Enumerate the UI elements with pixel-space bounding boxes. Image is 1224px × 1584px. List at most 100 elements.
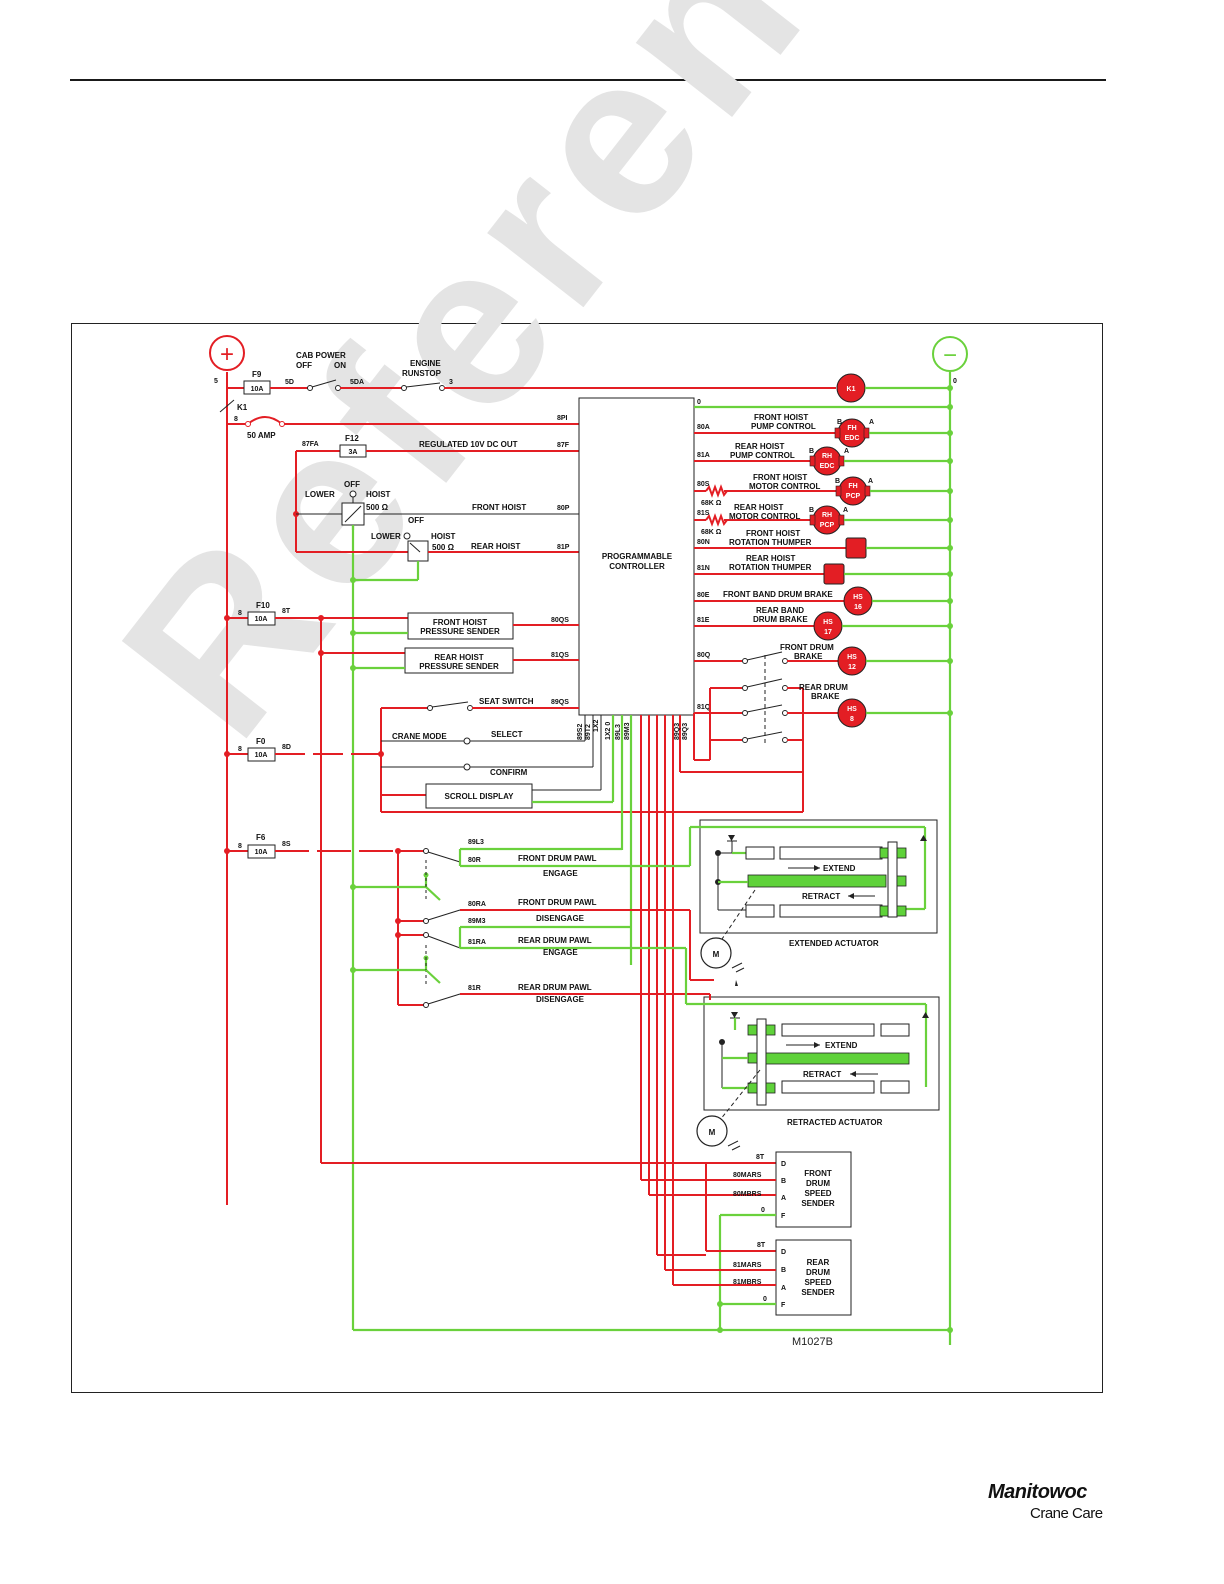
fuse-f9-rating: 10A — [251, 386, 264, 393]
extended-rod — [747, 874, 887, 888]
manitowoc-logo: Manitowoc Crane Care — [988, 1481, 1110, 1525]
wire-81mars: 81MARS — [733, 1262, 762, 1269]
fh-pump-control-2: PUMP CONTROL — [751, 422, 816, 431]
front-band-drum-brake-label: FRONT BAND DRUM BRAKE — [723, 590, 833, 599]
hs17-label-1: HS — [823, 619, 833, 626]
wire-80n: 80N — [697, 539, 710, 546]
hs16-label-2: 16 — [854, 604, 862, 611]
k1-contact — [219, 399, 235, 413]
hs8-label-2: 8 — [850, 716, 854, 723]
extended-retract-label: RETRACT — [802, 892, 840, 901]
rear-drum-pawl-disengage-2: DISENGAGE — [536, 995, 585, 1004]
hs12-label-2: 12 — [848, 664, 856, 671]
controller-label-1: PROGRAMMABLE — [602, 552, 673, 561]
wire-80qs: 80QS — [551, 617, 569, 624]
rear-drum-speed-sender — [775, 1239, 852, 1316]
wire-0-fdss: 0 — [761, 1207, 765, 1214]
fuse-f6-label: F6 — [256, 833, 266, 842]
wire-87f: 87F — [557, 442, 570, 449]
wire-80q: 80Q — [697, 652, 711, 659]
wire-3: 3 — [449, 379, 453, 386]
wire-81p: 81P — [557, 544, 570, 551]
wire-80e: 80E — [697, 592, 710, 599]
cab-power-switch — [311, 379, 337, 388]
fdss-pin-a: A — [781, 1195, 786, 1202]
fdss-pin-d: D — [781, 1161, 786, 1168]
wire-0-top: 0 — [953, 378, 957, 385]
rear-drum-pawl-engage-1: REAR DRUM PAWL — [518, 936, 592, 945]
wire-80mbrs: 80MBRS — [733, 1191, 762, 1198]
retracted-extend-label: EXTEND — [825, 1041, 858, 1050]
rh-edc-label-2: EDC — [820, 463, 835, 470]
breaker-50amp-label: 50 AMP — [247, 431, 276, 440]
retracted-retract-label: RETRACT — [803, 1070, 841, 1079]
select-button[interactable] — [463, 737, 471, 745]
fh-edc-label-2: EDC — [845, 435, 860, 442]
extended-actuator — [699, 819, 938, 934]
wire-80p: 80P — [557, 505, 570, 512]
fh-edc-coil — [837, 418, 867, 448]
rh-rotation-thumper — [823, 563, 845, 585]
rh-pcp-pin-a: A — [843, 507, 848, 514]
rear-joystick-lower: LOWER — [371, 532, 401, 541]
resistor-68k-rear — [705, 513, 728, 527]
hs8-label-1: HS — [847, 706, 857, 713]
rdss-label-2: DRUM — [806, 1268, 830, 1277]
wire-5: 5 — [214, 378, 218, 385]
front-joystick-off: OFF — [344, 480, 360, 489]
fuse-f12-label: F12 — [345, 434, 359, 443]
fuse-f9-label: F9 — [252, 370, 262, 379]
wire-8-top: 8 — [234, 416, 238, 423]
relay-k1-label: K1 — [847, 386, 856, 393]
rdss-pin-b: B — [781, 1267, 786, 1274]
fh-pcp-pin-b: B — [835, 478, 840, 485]
cab-power-label: CAB POWER — [296, 351, 346, 360]
front-joystick-lower: LOWER — [305, 490, 335, 499]
wire-81r: 81R — [468, 985, 481, 992]
rdss-label-1: REAR — [807, 1258, 830, 1267]
fh-rotation-thumper — [845, 537, 867, 559]
wire-80mars: 80MARS — [733, 1172, 762, 1179]
fh-rotation-thumper-2: ROTATION THUMPER — [729, 538, 812, 547]
rh-motor-control-2: MOTOR CONTROL — [729, 512, 801, 521]
wire-80s: 80S — [697, 481, 710, 488]
programmable-controller — [578, 397, 695, 716]
rdss-label-4: SENDER — [801, 1288, 835, 1297]
confirm-button[interactable] — [463, 763, 471, 771]
rh-pcp-pin-b: B — [809, 507, 814, 514]
fdss-label-4: SENDER — [801, 1199, 835, 1208]
select-label: SELECT — [491, 730, 523, 739]
controller-bottom-pins: 89S2 89T2 1X2 1X2 0 89L3 89M3 89Q3 89Q3 — [577, 719, 689, 740]
confirm-label: CONFIRM — [490, 768, 528, 777]
front-joystick-hoist: HOIST — [366, 490, 391, 499]
regulated-label: REGULATED 10V DC OUT — [419, 440, 518, 449]
breaker-50amp — [247, 416, 283, 425]
wire-8t-fdss: 8T — [756, 1154, 765, 1161]
wire-81n: 81N — [697, 565, 710, 572]
wire-8d: 8D — [282, 744, 291, 751]
rh-edc-pin-a: A — [844, 448, 849, 455]
rear-joystick-off: OFF — [408, 516, 424, 525]
rear-drum-brake-2: BRAKE — [811, 692, 840, 701]
rh-edc-label-1: RH — [822, 453, 832, 460]
fdss-label-3: SPEED — [804, 1189, 831, 1198]
wire-8t-rdss: 8T — [757, 1242, 766, 1249]
wire-8t-f10: 8T — [282, 608, 291, 615]
wire-81ra: 81RA — [468, 939, 486, 946]
fh-pressure-sender-2: PRESSURE SENDER — [420, 627, 500, 636]
rear-pawl-motor — [696, 1115, 728, 1147]
rh-pump-control-1: REAR HOIST — [735, 442, 784, 451]
rear-hoist-line-label: REAR HOIST — [471, 542, 520, 551]
wire-89l3: 89L3 — [468, 839, 484, 846]
front-hoist-line-label: FRONT HOIST — [472, 503, 526, 512]
logo-brand: Manitowoc — [988, 1481, 1087, 1503]
wire-81a: 81A — [697, 452, 710, 459]
pin-89q3-a: 89Q3 — [674, 723, 681, 740]
rdss-label-3: SPEED — [804, 1278, 831, 1287]
wire-5d: 5D — [285, 379, 294, 386]
wire-81qs: 81QS — [551, 652, 569, 659]
fuse-f0-label: F0 — [256, 737, 266, 746]
positive-terminal: + — [209, 335, 245, 371]
fh-pcp-coil — [838, 476, 868, 506]
front-drum-brake-2: BRAKE — [794, 652, 823, 661]
